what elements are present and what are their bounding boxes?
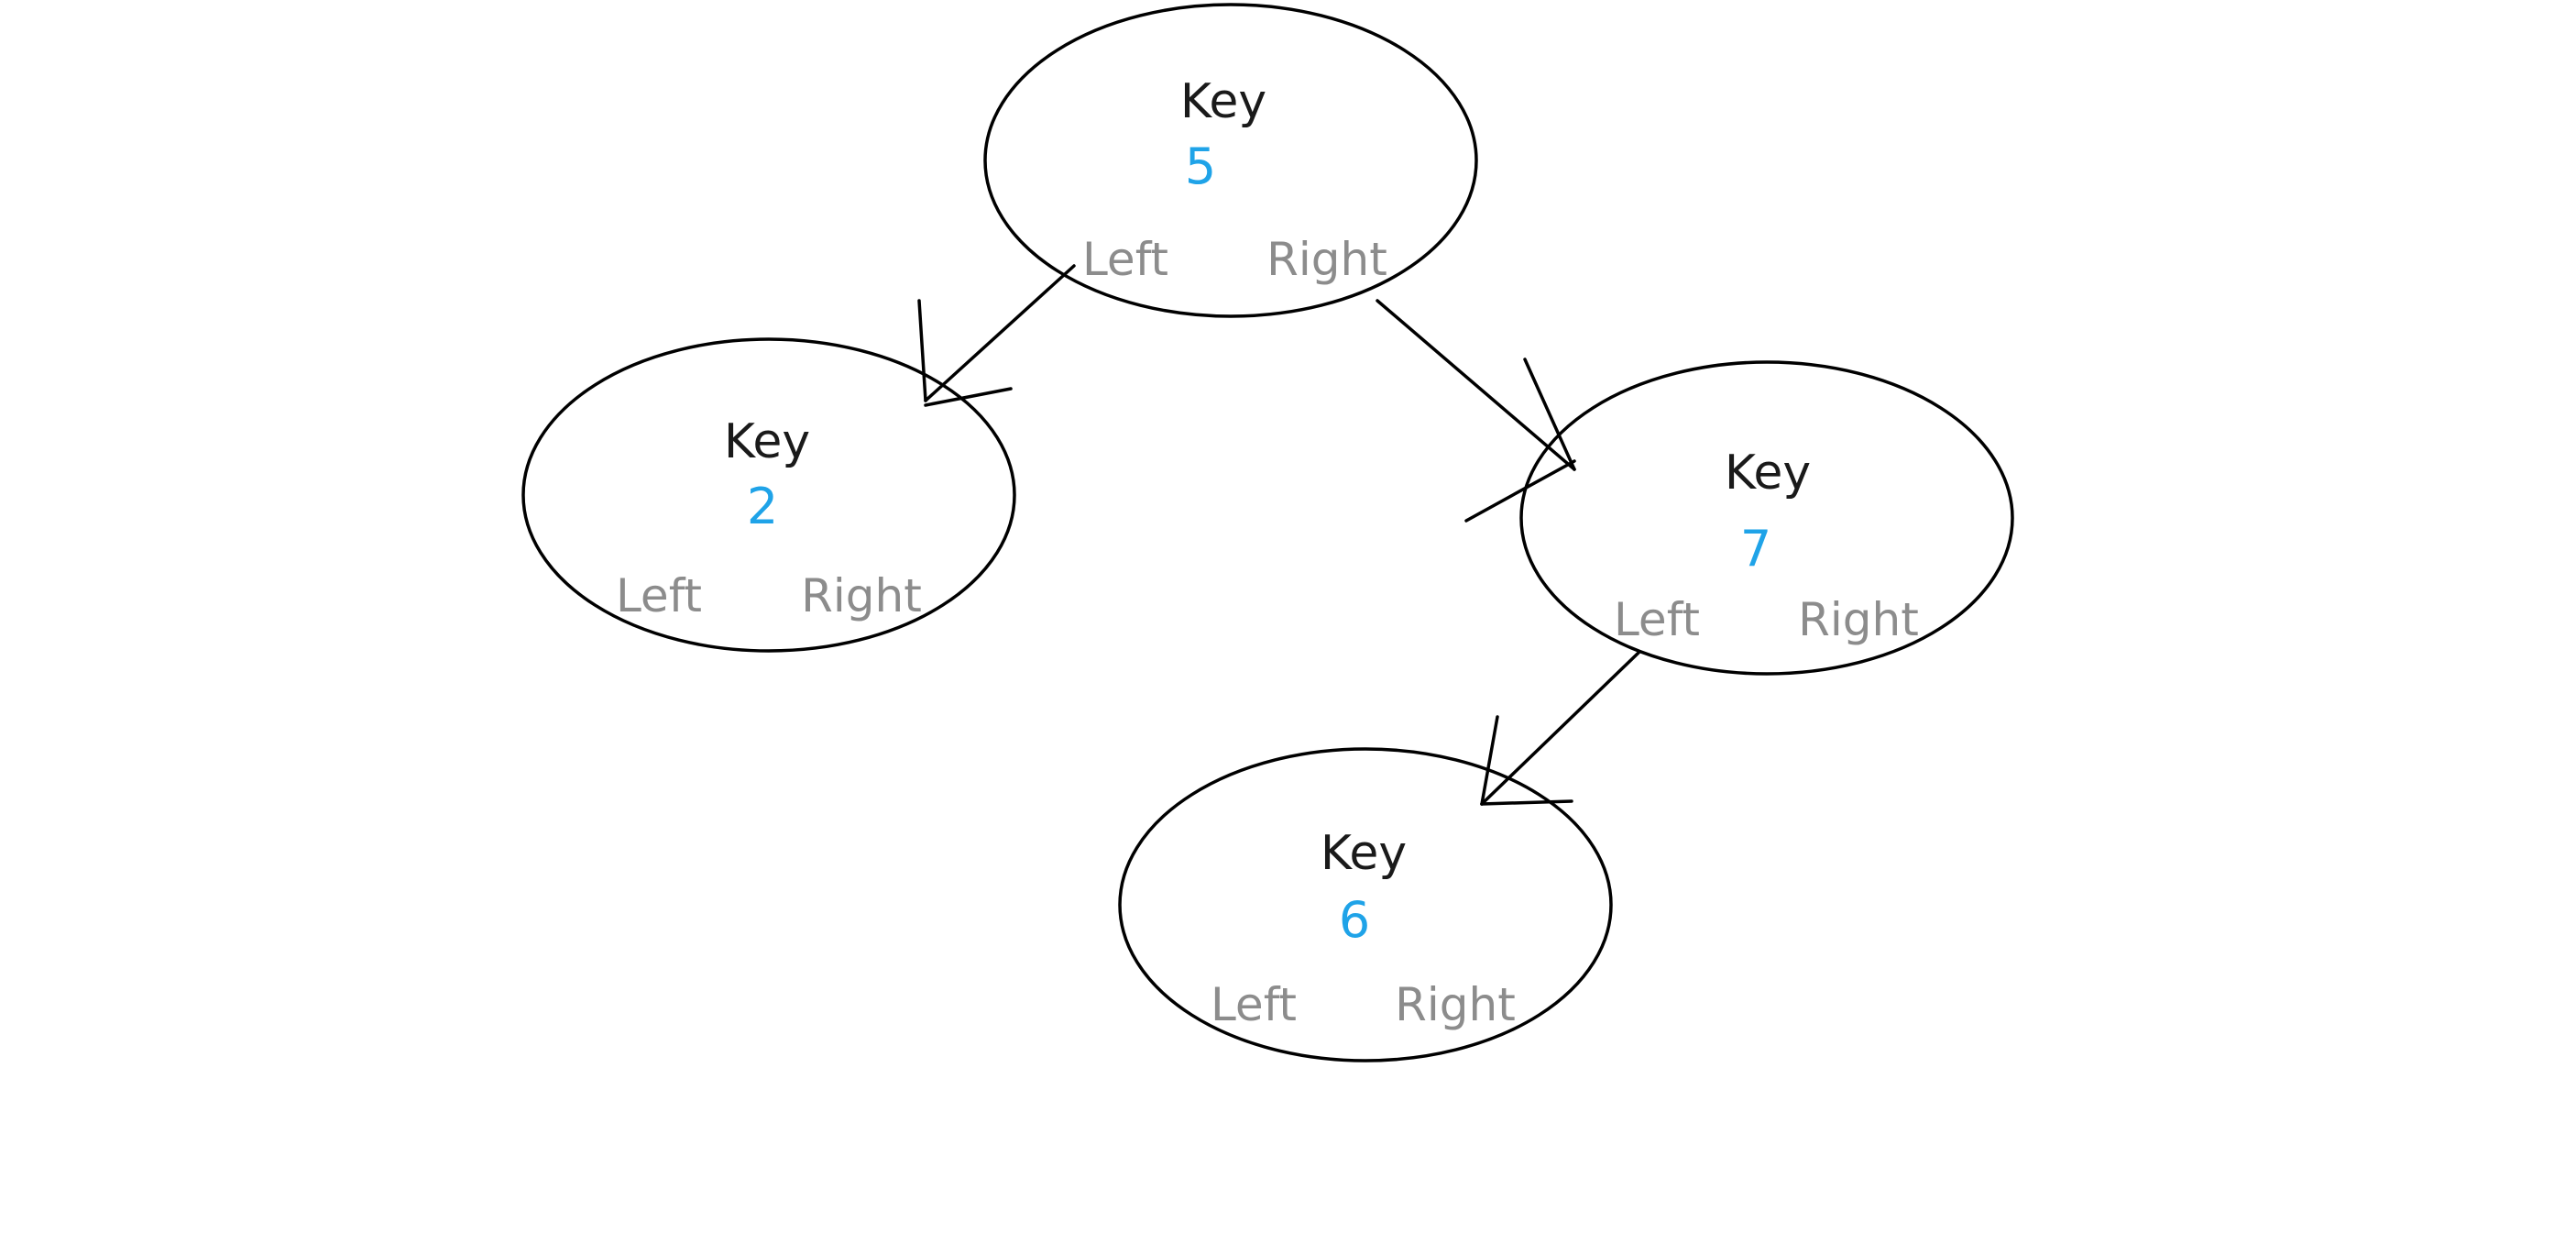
- edge-7-left-to-6-line: [1480, 651, 1640, 806]
- tree-node-6: Key 6 Left Right: [1118, 747, 1613, 1062]
- edge-7-left-to-6-arrowhead-right: [1480, 799, 1573, 806]
- edge-7-left-to-6: [1480, 651, 1640, 806]
- edge-5-right-to-7: [1376, 299, 1576, 523]
- node-6-key-label: Key: [1321, 826, 1407, 881]
- node-6-right-label: Right: [1395, 978, 1516, 1031]
- node-5-left-label: Left: [1082, 233, 1168, 286]
- node-2-key-value: 2: [747, 478, 778, 535]
- node-7-key-value: 7: [1740, 520, 1771, 578]
- tree-node-5: Key 5 Left Right: [983, 3, 1478, 318]
- edge-5-left-to-2-arrowhead-left: [917, 299, 927, 402]
- edge-5-right-to-7-line: [1376, 299, 1576, 471]
- edge-5-left-to-2-arrowhead-right: [924, 387, 1013, 407]
- node-5-outline: [983, 3, 1478, 318]
- node-6-left-label: Left: [1211, 978, 1297, 1031]
- tree-node-2: Key 2 Left Right: [521, 337, 1016, 653]
- node-6-outline: [1118, 747, 1613, 1062]
- node-5-key-label: Key: [1180, 74, 1266, 129]
- node-7-outline: [1519, 360, 2014, 676]
- node-7-left-label: Left: [1614, 593, 1700, 646]
- node-7-key-label: Key: [1725, 446, 1811, 501]
- edge-7-left-to-6-arrowhead-left: [1480, 715, 1499, 806]
- edge-5-left-to-2: [917, 264, 1076, 407]
- node-2-outline: [521, 337, 1016, 653]
- node-2-key-label: Key: [724, 414, 810, 469]
- edge-5-right-to-7-arrowhead-top: [1523, 358, 1576, 471]
- node-6-key-value: 6: [1339, 891, 1370, 949]
- node-7-right-label: Right: [1798, 593, 1919, 646]
- node-2-right-label: Right: [801, 569, 922, 622]
- node-5-right-label: Right: [1266, 233, 1387, 286]
- node-5-key-value: 5: [1185, 138, 1216, 195]
- node-2-left-label: Left: [616, 569, 702, 622]
- edge-5-right-to-7-arrowhead-bottom: [1464, 459, 1576, 523]
- tree-node-7: Key 7 Left Right: [1519, 360, 2014, 676]
- edge-5-left-to-2-line: [924, 264, 1076, 402]
